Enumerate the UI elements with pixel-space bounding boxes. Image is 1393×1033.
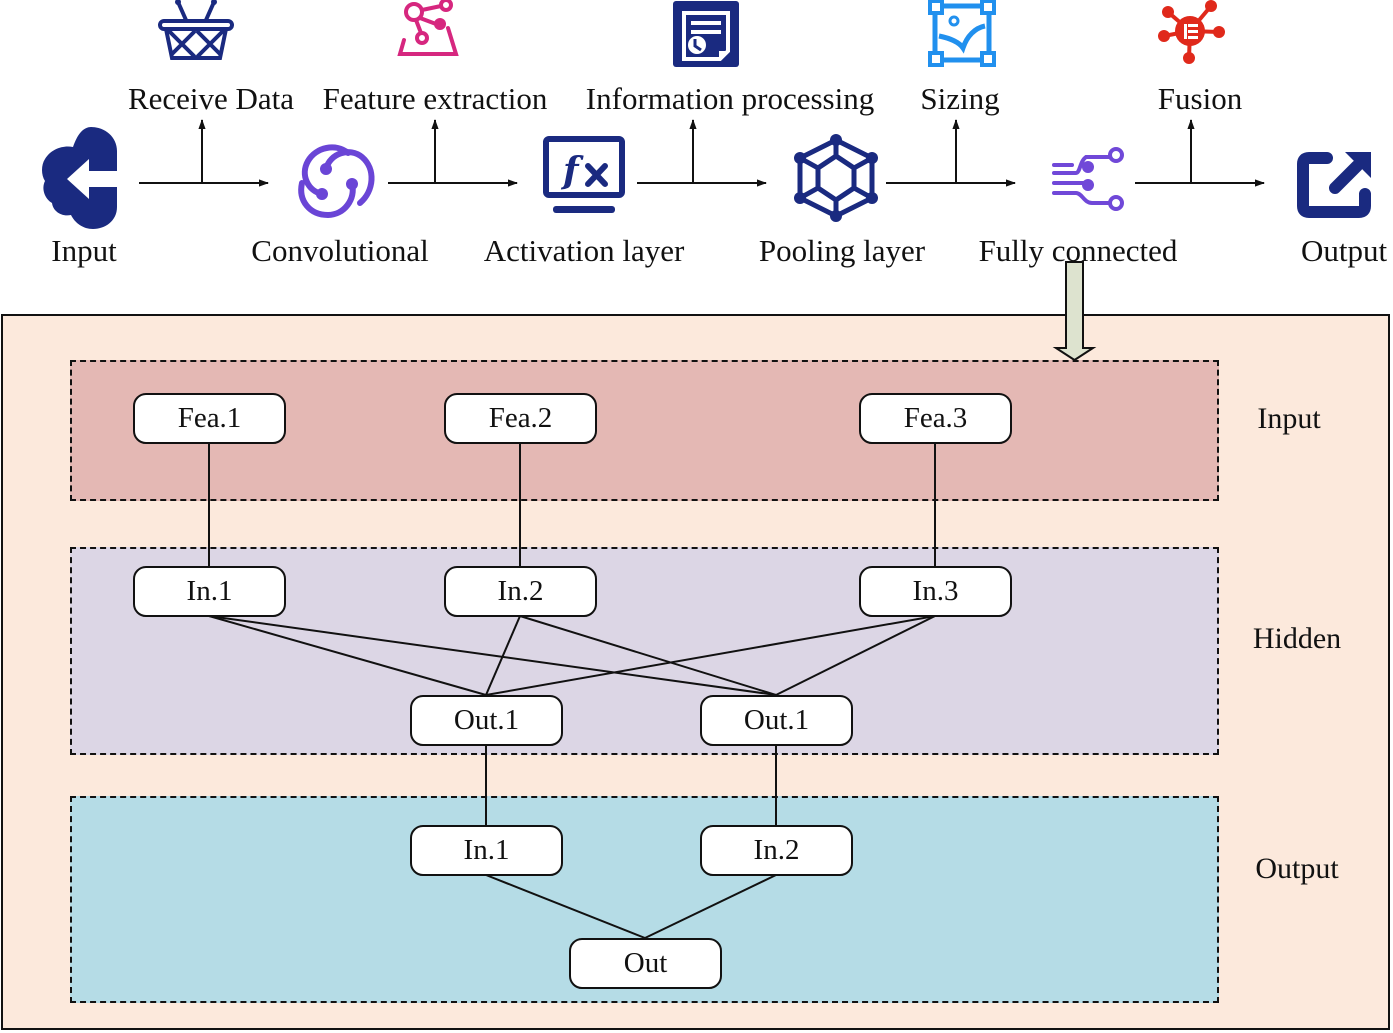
node-fea-1: Fea.1 xyxy=(133,393,286,444)
node-hidden-out-1a: Out.1 xyxy=(410,695,563,746)
node-hidden-in-2: In.2 xyxy=(444,566,597,617)
stage-label-fully-connected: Fully connected xyxy=(978,233,1178,268)
node-output-out: Out xyxy=(569,938,722,989)
document-clock-icon xyxy=(673,1,739,67)
edge-in1-out1b xyxy=(208,615,777,696)
node-fea-3: Fea.3 xyxy=(859,393,1012,444)
node-fea-2: Fea.2 xyxy=(444,393,597,444)
node-hidden-out-1b: Out.1 xyxy=(700,695,853,746)
cloud-input-icon xyxy=(42,127,117,229)
stage-label-input: Input xyxy=(51,233,117,268)
pipeline-connectors xyxy=(139,0,1393,300)
node-hidden-in-1: In.1 xyxy=(133,566,286,617)
layer-label-hidden: Hidden xyxy=(1252,622,1342,655)
function-label-fusion: Fusion xyxy=(1157,81,1243,116)
layer-label-output: Output xyxy=(1255,852,1339,885)
hexagon-network-icon xyxy=(794,134,878,222)
node-output-in-2: In.2 xyxy=(700,825,853,876)
fusion-hub-icon xyxy=(1158,0,1225,64)
function-label-information-processing: Information processing xyxy=(585,81,875,116)
edge-outin1-out xyxy=(485,874,646,939)
node-hidden-in-3: In.3 xyxy=(859,566,1012,617)
external-output-icon xyxy=(1297,152,1371,218)
edge-in2-out1b xyxy=(519,615,777,696)
function-label-receive-data: Receive Data xyxy=(127,81,295,116)
function-label-sizing: Sizing xyxy=(920,81,1000,116)
edge-in2-out1a xyxy=(485,615,521,696)
convolution-rings-icon xyxy=(298,144,375,219)
basket-icon xyxy=(158,0,234,60)
stage-label-pooling: Pooling layer xyxy=(758,233,926,268)
stage-label-output: Output xyxy=(1300,233,1388,268)
node-output-in-1: In.1 xyxy=(410,825,563,876)
layer-label-input: Input xyxy=(1257,402,1321,435)
edge-in3-out1a xyxy=(485,615,936,696)
function-label-feature-extraction: Feature extraction xyxy=(322,81,548,116)
edge-in1-out1a xyxy=(208,615,487,696)
edge-outin2-out xyxy=(644,874,777,939)
expand-down-arrow-icon xyxy=(1052,261,1097,362)
node-graph-icon xyxy=(397,0,459,56)
stage-label-activation: Activation layer xyxy=(483,233,685,268)
circuit-connector-icon xyxy=(1052,147,1124,211)
edge-in3-out1b xyxy=(775,615,936,696)
stage-label-convolutional: Convolutional xyxy=(251,233,429,268)
function-monitor-icon: f xyxy=(543,136,625,213)
resize-image-icon xyxy=(928,0,996,67)
